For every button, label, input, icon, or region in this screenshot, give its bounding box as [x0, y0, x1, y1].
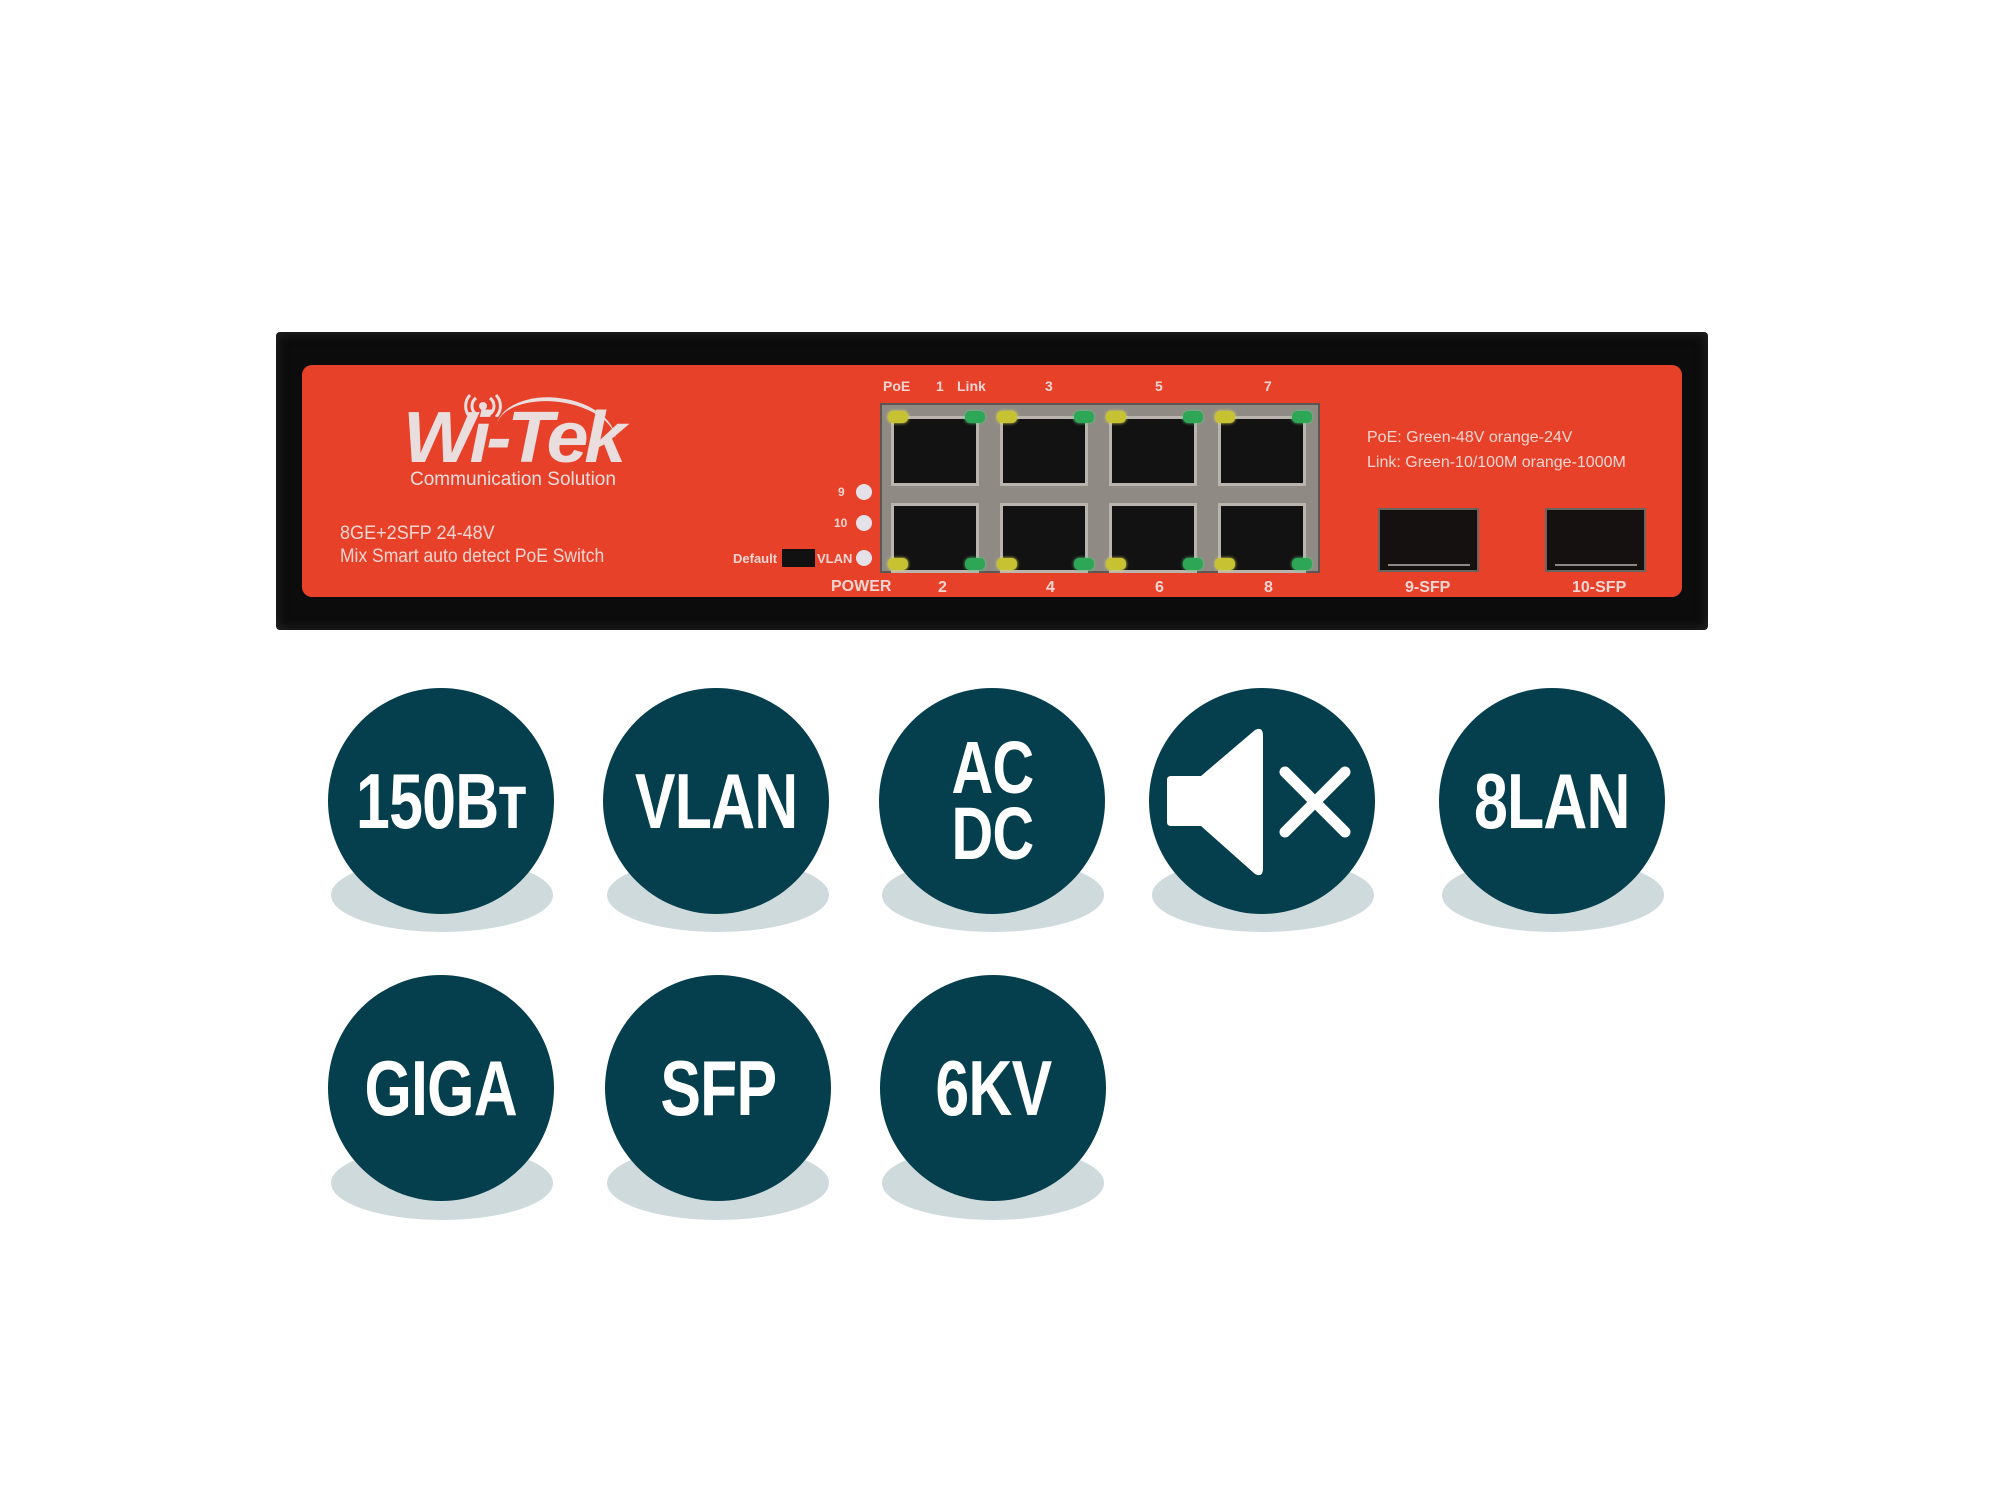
poe-led-6: [1106, 558, 1126, 570]
link-led-8: [1292, 558, 1312, 570]
feature-label-lan: 8LAN: [1474, 757, 1631, 845]
link-led-label: Link: [957, 378, 986, 394]
poe-led-label: PoE: [883, 378, 911, 394]
feature-badge-giga: GIGA: [328, 975, 554, 1201]
link-led-5: [1183, 411, 1203, 423]
feature-badge-vlan: VLAN: [603, 688, 829, 914]
rj45-port-3[interactable]: [1000, 416, 1088, 486]
link-led-2: [965, 558, 985, 570]
sfp-label-9: 9-SFP: [1405, 579, 1451, 596]
legend-link: Link: Green-10/100M orange-1000M: [1367, 454, 1626, 471]
feature-label-giga: GIGA: [364, 1044, 518, 1132]
led-label-10: 10: [834, 516, 848, 530]
feature-badge-acdc: AC DC: [879, 688, 1105, 914]
rj45-port-5[interactable]: [1109, 416, 1197, 486]
led-vlan: [856, 550, 872, 566]
port-label-3: 3: [1045, 378, 1053, 394]
poe-led-7: [1215, 411, 1235, 423]
poe-led-8: [1215, 558, 1235, 570]
wifi-antenna-icon: [464, 393, 502, 417]
port-label-5: 5: [1155, 378, 1163, 394]
sfp-port-10[interactable]: [1545, 508, 1646, 572]
feature-label-acdc: AC DC: [951, 726, 1034, 875]
port-label-1: 1: [936, 378, 944, 394]
feature-badge-sfp: SFP: [605, 975, 831, 1201]
feature-badge-surge: 6KV: [880, 975, 1106, 1201]
led-10: [856, 515, 872, 531]
feature-label-power: 150Вт: [355, 757, 527, 845]
feature-label-sfp: SFP: [659, 1044, 777, 1132]
poe-led-3: [997, 411, 1017, 423]
port-label-7: 7: [1264, 378, 1272, 394]
port-label-6: 6: [1155, 579, 1164, 596]
rj45-port-1[interactable]: [891, 416, 979, 486]
power-label: POWER: [831, 578, 892, 595]
feature-badge-silent: [1149, 688, 1375, 914]
vlan-dip-switch[interactable]: [782, 549, 815, 567]
poe-led-1: [888, 411, 908, 423]
led-9: [856, 484, 872, 500]
model-description: Mix Smart auto detect PoE Switch: [340, 546, 605, 567]
port-label-8: 8: [1264, 579, 1273, 596]
sfp-label-10: 10-SFP: [1572, 579, 1627, 596]
rj45-port-7[interactable]: [1218, 416, 1306, 486]
link-led-1: [965, 411, 985, 423]
model-label: 8GE+2SFP 24-48V: [340, 523, 495, 544]
brand-tagline: Communication Solution: [410, 469, 616, 490]
port-label-4: 4: [1046, 579, 1055, 596]
legend-poe: PoE: Green-48V orange-24V: [1367, 429, 1573, 446]
rj45-port-8[interactable]: [1218, 503, 1306, 573]
sfp-port-9[interactable]: [1378, 508, 1479, 572]
feature-label-surge: 6KV: [934, 1044, 1052, 1132]
link-led-6: [1183, 558, 1203, 570]
dip-right-label: VLAN: [817, 551, 853, 566]
link-led-4: [1074, 558, 1094, 570]
mute-speaker-icon: [1167, 728, 1351, 876]
feature-badge-lan: 8LAN: [1439, 688, 1665, 914]
feature-label-vlan: VLAN: [634, 757, 798, 845]
link-led-7: [1292, 411, 1312, 423]
port-label-2: 2: [938, 579, 947, 596]
feature-badge-power: 150Вт: [328, 688, 554, 914]
led-label-9: 9: [838, 485, 845, 499]
link-led-3: [1074, 411, 1094, 423]
poe-led-2: [888, 558, 908, 570]
poe-led-4: [997, 558, 1017, 570]
dip-left-label: Default: [733, 551, 778, 566]
poe-led-5: [1106, 411, 1126, 423]
brand-logo: Wi-Tek: [403, 398, 626, 478]
